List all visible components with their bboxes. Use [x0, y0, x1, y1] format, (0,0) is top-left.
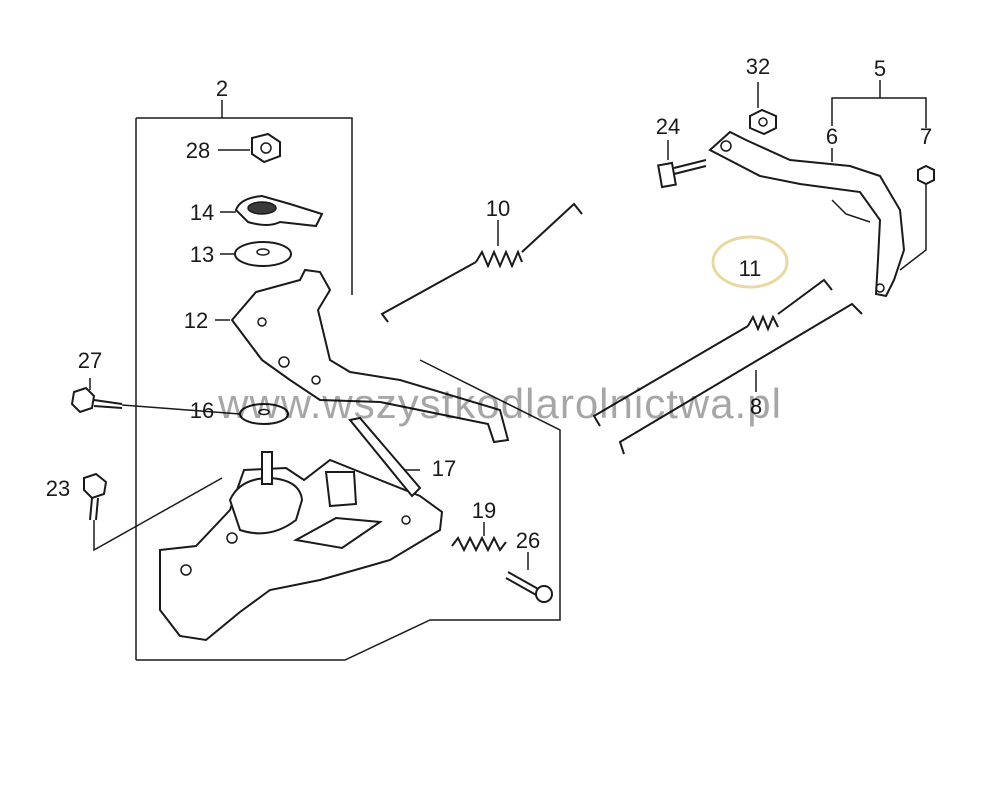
label-part-24: 24 — [656, 114, 680, 139]
label-part-26: 26 — [516, 528, 540, 553]
part-6-lever-arm[interactable] — [708, 130, 906, 298]
highlight-ring — [711, 235, 789, 289]
part-10-spring-link[interactable] — [380, 202, 583, 323]
label-part-5: 5 — [874, 56, 886, 81]
part-8-control-rod[interactable] — [618, 302, 863, 455]
assembly-2-bracket — [135, 100, 561, 661]
label-part-7: 7 — [920, 124, 932, 149]
label-part-2: 2 — [216, 76, 228, 101]
label-part-23: 23 — [46, 476, 70, 501]
label-part-32: 32 — [746, 54, 770, 79]
part-11-spring[interactable] — [592, 278, 833, 427]
part-26-bolt[interactable] — [505, 552, 553, 603]
label-part-16: 16 — [190, 398, 214, 423]
part-7-nut[interactable] — [899, 164, 935, 271]
label-part-27: 27 — [78, 348, 102, 373]
part-23-bolt[interactable] — [83, 472, 223, 552]
part-19-spring[interactable] — [451, 522, 507, 553]
label-part-10: 10 — [486, 196, 510, 221]
part-27-bolt[interactable] — [70, 378, 241, 415]
part-14-bracket-plate[interactable] — [220, 194, 324, 228]
part-17-base-plate[interactable] — [159, 416, 444, 642]
label-part-28: 28 — [186, 138, 210, 163]
label-part-17: 17 — [432, 456, 456, 481]
watermark: www.wszystkodlarolnictwa.pl — [217, 380, 782, 427]
part-12-control-bracket[interactable] — [215, 268, 510, 444]
label-part-13: 13 — [190, 242, 214, 267]
part-13-washer[interactable] — [220, 241, 292, 267]
label-part-8: 8 — [750, 394, 762, 419]
part-24-bolt[interactable] — [657, 140, 707, 189]
label-part-19: 19 — [472, 498, 496, 523]
label-part-11: 11 — [739, 256, 762, 281]
label-part-14: 14 — [190, 200, 214, 225]
assembly-5-bracket — [831, 80, 927, 162]
label-part-6: 6 — [826, 124, 838, 149]
part-28-nut[interactable] — [218, 132, 281, 164]
label-part-12: 12 — [184, 308, 208, 333]
part-32-nut[interactable] — [749, 82, 777, 136]
